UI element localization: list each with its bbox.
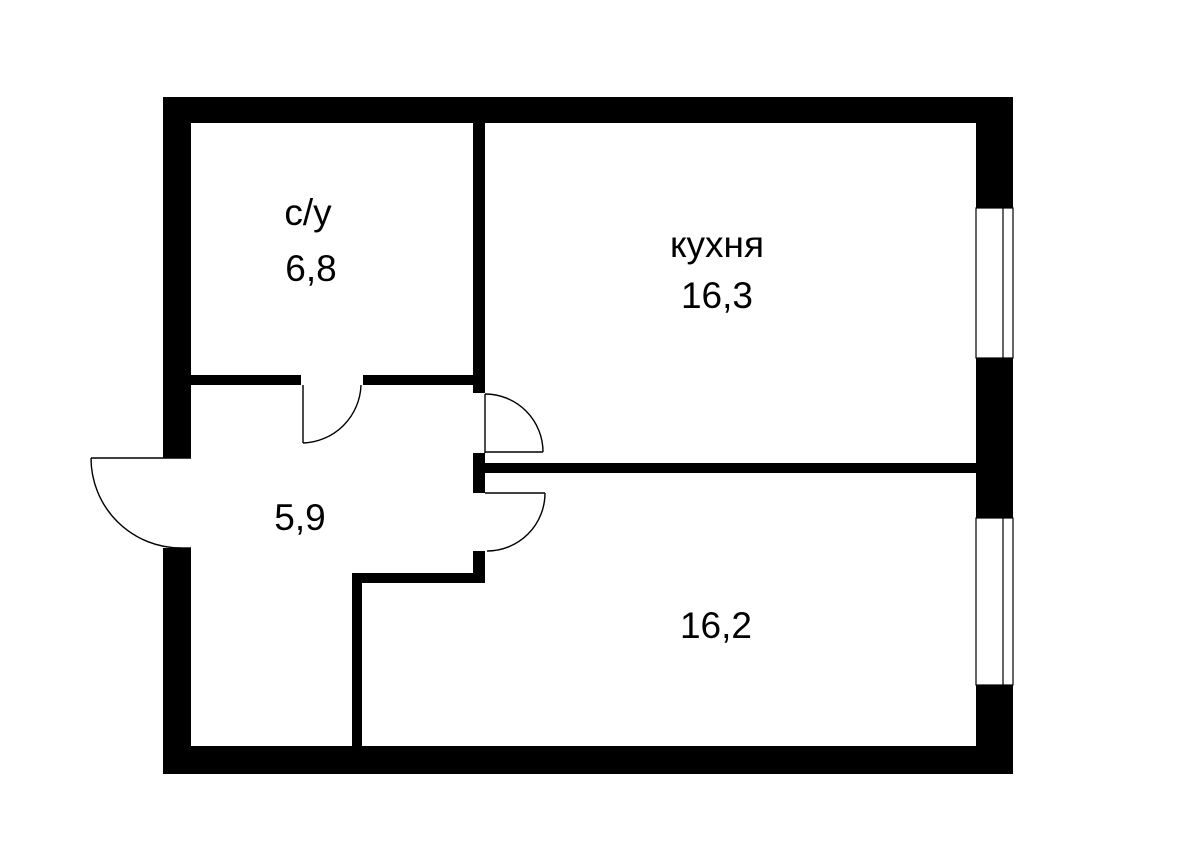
hallway-living-wall-horizontal: [352, 573, 485, 583]
interior-walls: [191, 123, 976, 746]
living-room-area-label: 16,2: [680, 605, 752, 646]
window-kitchen: [975, 207, 1014, 359]
outer-wall-top: [163, 97, 1013, 123]
kitchen-living-wall: [485, 463, 976, 473]
bathroom-area-label: 6,8: [285, 248, 336, 289]
living-room-door: [485, 492, 546, 552]
outer-wall-right-top: [976, 97, 1013, 208]
bathroom-door: [302, 384, 362, 444]
bathroom-wall-right: [363, 375, 485, 385]
outer-wall-bottom: [163, 746, 1013, 774]
kitchen-name-label: кухня: [670, 224, 764, 265]
kitchen-door: [484, 393, 544, 453]
outer-wall-left-upper: [163, 97, 191, 458]
outer-wall-right-bottom: [976, 685, 1013, 774]
outer-walls: [163, 97, 1013, 774]
window-living-room: [975, 517, 1014, 686]
bathroom-name-label: с/у: [284, 192, 332, 233]
outer-wall-right-middle: [976, 358, 1013, 518]
hallway-area-label: 5,9: [274, 497, 325, 538]
outer-wall-left-lower: [163, 548, 191, 774]
hallway-living-wall-vertical: [352, 573, 362, 746]
kitchen-area-label: 16,3: [681, 275, 753, 316]
bathroom-kitchen-wall: [473, 123, 485, 393]
door-pillar-outer: [473, 453, 485, 493]
entrance-door: [90, 457, 191, 549]
bathroom-wall-left: [191, 375, 301, 385]
door-pillar-inner: [485, 460, 491, 487]
